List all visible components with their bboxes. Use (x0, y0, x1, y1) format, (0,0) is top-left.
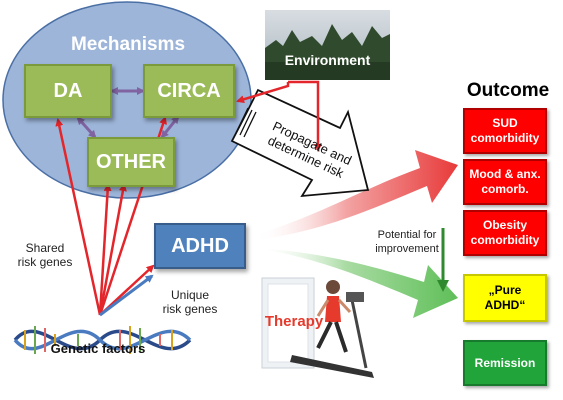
genetic-factors-label: Genetic factors (50, 341, 146, 356)
potential-line1: Potential for (377, 229, 437, 241)
worsening-arrow (255, 150, 458, 240)
outcome-mood-line2: comorb. (481, 182, 529, 196)
outcome-mood-anx-comorb: Mood & anx. comorb. (463, 159, 547, 205)
potential-line2: improvement (375, 243, 439, 255)
environment-label: Environment (284, 52, 371, 68)
potential-improvement-label: Potential for improvement (370, 228, 444, 256)
therapy-image (261, 277, 374, 378)
outcome-mood-line1: Mood & anx. (469, 167, 541, 181)
mechanism-box-other: OTHER (87, 137, 175, 187)
therapy-label: Therapy (264, 313, 324, 330)
improvement-arrow (255, 248, 458, 318)
shared-line2: risk genes (17, 255, 73, 269)
outcome-title: Outcome (466, 80, 550, 101)
mechanism-box-circa: CIRCA (143, 64, 235, 118)
outcome-obesity-line1: Obesity (482, 218, 527, 232)
unique-risk-genes-label: Unique risk genes (140, 288, 240, 316)
outcome-remission-line1: Remission (474, 355, 536, 370)
outcome-sud-comorbidity: SUD comorbidity (463, 108, 547, 154)
shared-risk-genes-label: Shared risk genes (4, 241, 86, 269)
outcome-sud-line1: SUD (492, 116, 518, 130)
outcome-obesity-comorbidity: Obesity comorbidity (463, 210, 547, 256)
dna-helix-icon (13, 326, 192, 354)
outcome-pure-line1: „Pure (488, 283, 522, 297)
outcome-obesity-line2: comorbidity (470, 233, 540, 247)
unique-line2: risk genes (162, 302, 218, 316)
outcome-sud-line2: comorbidity (470, 131, 540, 145)
outcome-remission: Remission (463, 340, 547, 386)
environment-image (265, 10, 390, 80)
adhd-box: ADHD (154, 223, 246, 269)
propagate-arrow (230, 88, 370, 198)
unique-line1: Unique (170, 288, 210, 302)
mechanisms-title: Mechanisms (70, 34, 186, 55)
shared-line1: Shared (25, 241, 65, 255)
mechanism-box-da: DA (24, 64, 112, 118)
outcome-pure-adhd: „Pure ADHD“ (463, 274, 547, 322)
outcome-pure-line2: ADHD“ (484, 298, 526, 312)
